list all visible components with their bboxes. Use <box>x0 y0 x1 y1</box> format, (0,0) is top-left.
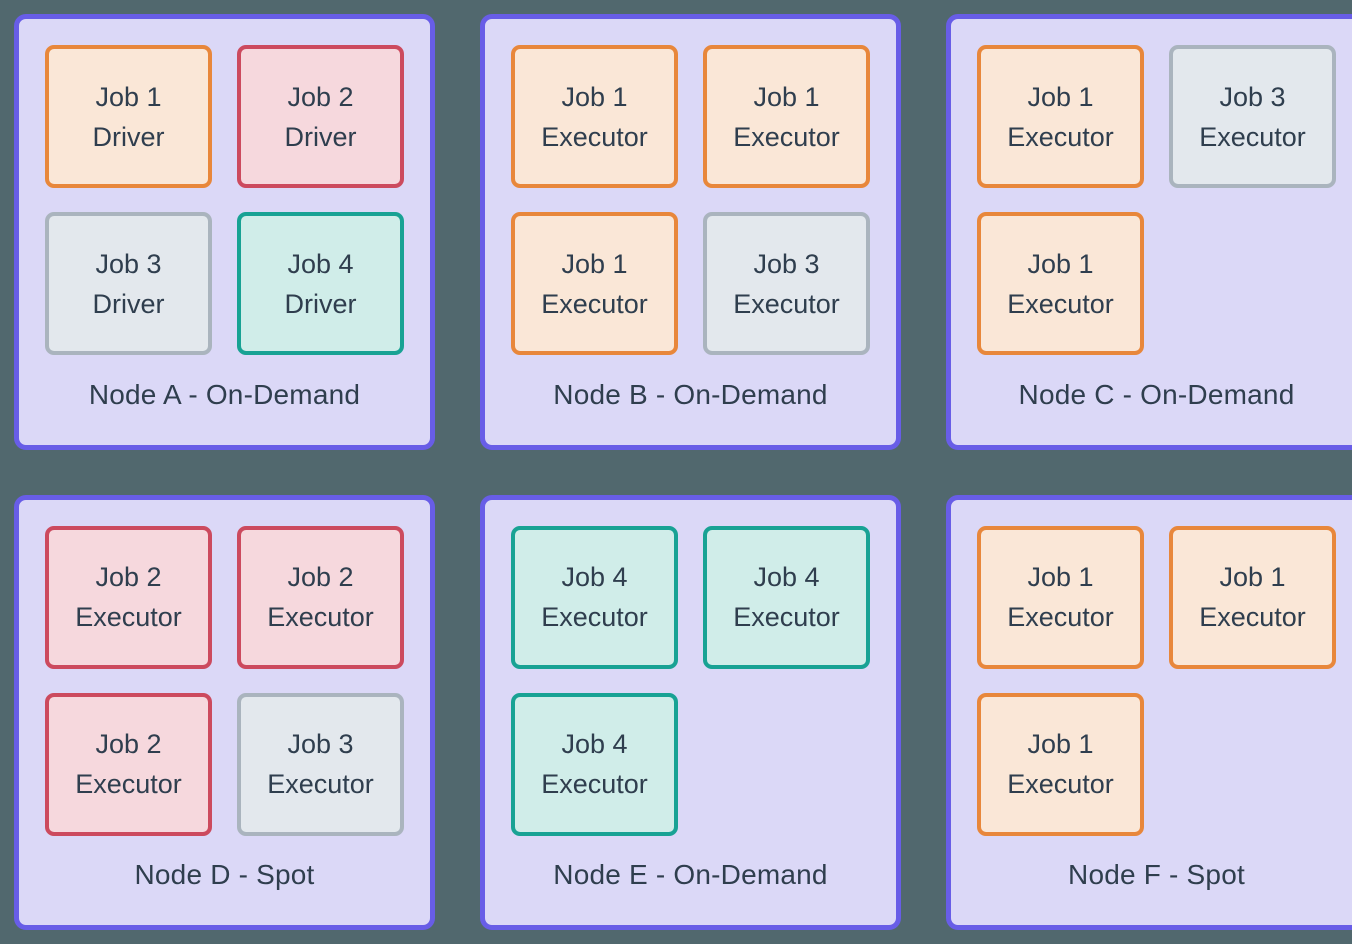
job-box: Job 4 Driver <box>237 212 404 355</box>
job-name: Job 1 <box>561 248 628 279</box>
job-name: Job 2 <box>95 562 162 592</box>
job-box: Job 2 Executor <box>237 525 404 669</box>
node-label: Node E - On-Demand <box>553 859 828 891</box>
job-name: Job 1 <box>1219 562 1286 592</box>
job-box: Job 2 Executor <box>45 525 212 669</box>
job-box: Job 3 Executor <box>703 212 870 355</box>
job-name: Job 4 <box>561 729 628 759</box>
job-role: Executor <box>267 769 374 799</box>
job-role: Driver <box>284 121 357 152</box>
job-name: Job 2 <box>287 562 354 592</box>
job-box: Job 4 Executor <box>511 692 678 836</box>
job-role: Driver <box>92 288 165 319</box>
job-role: Executor <box>541 602 648 632</box>
job-role: Executor <box>541 769 648 799</box>
job-box: Job 2 Executor <box>45 692 212 836</box>
job-role: Executor <box>541 121 648 152</box>
job-box: Job 3 Driver <box>45 212 212 355</box>
job-grid: Job 4 Executor Job 4 Executor Job 4 Exec… <box>511 525 870 836</box>
job-role: Executor <box>1199 602 1306 632</box>
node-label: Node D - Spot <box>134 859 315 891</box>
job-grid: Job 1 Driver Job 2 Driver Job 3 Driver J… <box>45 45 404 355</box>
job-role: Executor <box>1199 121 1306 152</box>
job-role: Executor <box>75 769 182 799</box>
job-role: Driver <box>92 121 165 152</box>
job-box: Job 1 Executor <box>1169 525 1336 669</box>
job-role: Driver <box>284 288 357 319</box>
job-name: Job 2 <box>287 81 354 112</box>
job-name: Job 4 <box>561 562 628 592</box>
job-name: Job 1 <box>1027 562 1094 592</box>
job-name: Job 1 <box>561 81 628 112</box>
job-box: Job 4 Executor <box>511 525 678 669</box>
job-box: Job 1 Executor <box>977 45 1144 188</box>
job-role: Executor <box>733 602 840 632</box>
job-grid: Job 1 Executor Job 1 Executor Job 1 Exec… <box>977 525 1336 836</box>
job-role: Executor <box>733 121 840 152</box>
job-role: Executor <box>1007 121 1114 152</box>
job-grid: Job 1 Executor Job 1 Executor Job 1 Exec… <box>511 45 870 355</box>
job-box: Job 1 Executor <box>511 212 678 355</box>
job-name: Job 2 <box>95 729 162 759</box>
job-role: Executor <box>541 288 648 319</box>
job-box: Job 2 Driver <box>237 45 404 188</box>
node-label: Node C - On-Demand <box>1018 378 1295 410</box>
job-role: Executor <box>1007 288 1114 319</box>
job-grid: Job 2 Executor Job 2 Executor Job 2 Exec… <box>45 525 404 836</box>
job-role: Executor <box>1007 769 1114 799</box>
job-name: Job 4 <box>753 562 820 592</box>
job-box: Job 1 Executor <box>703 45 870 188</box>
node-card-1: Job 1 Driver Job 2 Driver Job 3 Driver J… <box>14 14 435 450</box>
job-name: Job 3 <box>1219 81 1286 112</box>
job-name: Job 4 <box>287 248 354 279</box>
job-role: Executor <box>1007 602 1114 632</box>
job-grid: Job 1 Executor Job 3 Executor Job 1 Exec… <box>977 45 1336 355</box>
job-box: Job 1 Executor <box>977 692 1144 836</box>
node-label: Node A - On-Demand <box>88 378 361 410</box>
job-role: Executor <box>733 288 840 319</box>
job-name: Job 1 <box>753 81 820 112</box>
job-name: Job 3 <box>753 248 820 279</box>
node-label: Node B - On-Demand <box>553 378 828 410</box>
node-card-2: Job 1 Executor Job 1 Executor Job 1 Exec… <box>480 14 901 450</box>
job-box: Job 3 Executor <box>237 692 404 836</box>
job-box: Job 1 Driver <box>45 45 212 188</box>
node-label: Node F - Spot <box>1068 859 1245 891</box>
job-box: Job 4 Executor <box>703 525 870 669</box>
job-name: Job 1 <box>95 81 162 112</box>
job-role: Executor <box>75 602 182 632</box>
job-name: Job 3 <box>287 729 354 759</box>
job-box: Job 1 Executor <box>977 212 1144 355</box>
job-box: Job 1 Executor <box>511 45 678 188</box>
node-card-4: Job 2 Executor Job 2 Executor Job 2 Exec… <box>14 494 435 930</box>
job-name: Job 1 <box>1027 729 1094 759</box>
job-name: Job 3 <box>95 248 162 279</box>
job-box: Job 3 Executor <box>1169 45 1336 188</box>
job-name: Job 1 <box>1027 81 1094 112</box>
node-card-6: Job 1 Executor Job 1 Executor Job 1 Exec… <box>946 494 1352 930</box>
node-card-5: Job 4 Executor Job 4 Executor Job 4 Exec… <box>480 494 901 930</box>
job-name: Job 1 <box>1027 248 1094 279</box>
node-card-3: Job 1 Executor Job 3 Executor Job 1 Exec… <box>946 14 1352 450</box>
job-box: Job 1 Executor <box>977 525 1144 669</box>
job-role: Executor <box>267 602 374 632</box>
